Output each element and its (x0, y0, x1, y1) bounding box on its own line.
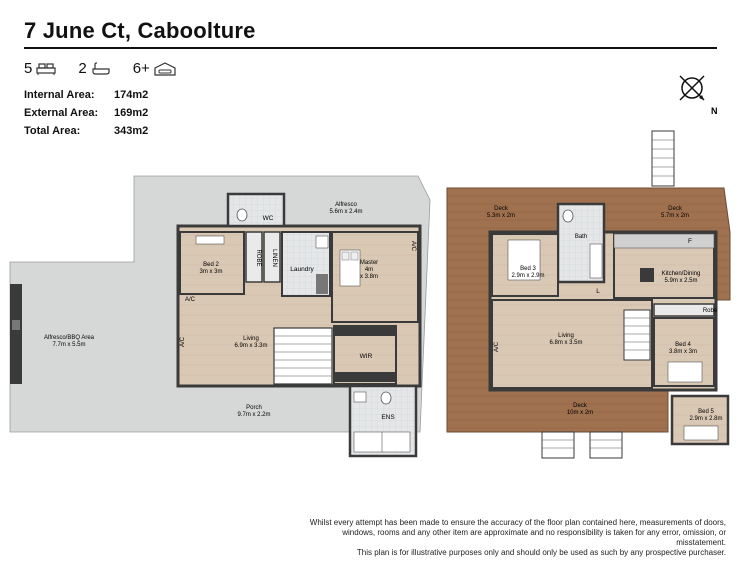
deck-right-size: 5.7m x 2m (661, 213, 689, 219)
stairs-bottom (541, 431, 623, 459)
laundry-l-label: L (596, 288, 600, 295)
wc-label: WC (263, 215, 274, 222)
ac-label: A/C (180, 336, 186, 347)
bathrooms-count: 2 (78, 60, 87, 77)
ac-label: A/C (494, 341, 500, 352)
deck-left-label: Deck (494, 206, 509, 212)
area-label: Total Area: (24, 125, 81, 137)
stairs-inner (623, 309, 651, 361)
area-row: External Area: 169m2 (24, 104, 148, 122)
area-value: 343m2 (114, 125, 149, 137)
parking-feature: 6+ (133, 60, 176, 77)
area-value: 174m2 (114, 89, 149, 101)
kitchen-label: Kitchen/Dining (662, 271, 701, 277)
disclaimer: Whilst every attempt has been made to en… (296, 518, 726, 558)
area-value: 169m2 (114, 107, 149, 119)
master-size1: 4m (365, 267, 373, 273)
living-right-label: Living (558, 333, 574, 339)
disclaimer-line: windows, rooms and any other item are ap… (342, 528, 726, 547)
bedrooms-feature: 5 (24, 60, 56, 77)
page-title: 7 June Ct, Caboolture (24, 18, 256, 43)
deck-bottom-label: Deck (573, 403, 588, 409)
bed-icon (36, 62, 56, 75)
alfresco-bbq-size: 7.7m x 5.5m (52, 342, 85, 348)
kitchen-size: 5.9m x 2.5m (664, 278, 697, 284)
porch-label: Porch (246, 405, 262, 411)
master-size2: x 3.8m (360, 274, 378, 280)
deck-left-size: 5.3m x 2m (487, 213, 515, 219)
bed3-size: 2.9m x 2.9m (511, 273, 544, 279)
porch-size: 9.7m x 2.2m (237, 412, 270, 418)
bed2-label: Bed 2 (203, 262, 219, 268)
stairs-top (651, 130, 675, 187)
bed5-label: Bed 5 (698, 409, 714, 415)
area-label: External Area: (24, 107, 99, 119)
fridge-label: F (688, 238, 692, 245)
compass-icon: N (679, 75, 718, 116)
title-divider (24, 47, 717, 49)
master-label: Master (360, 260, 378, 266)
area-row: Total Area: 343m2 (24, 122, 148, 140)
area-row: Internal Area: 174m2 (24, 86, 148, 104)
alfresco-size: 5.6m x 2.4m (329, 209, 362, 215)
alfresco-label: Alfresco (335, 202, 357, 208)
ac-label: A/C (410, 241, 416, 252)
bed4-size: 3.8m x 3m (669, 349, 697, 355)
bedrooms-count: 5 (24, 60, 33, 77)
living-left-size: 6.9m x 3.3m (234, 343, 267, 349)
parking-count: 6+ (132, 60, 150, 77)
bed2-size: 3m x 3m (199, 269, 222, 275)
garage-icon (154, 61, 176, 76)
robe-label: ROBE (255, 249, 261, 266)
wc-room (226, 192, 286, 228)
bed5-size: 2.9m x 2.8m (689, 416, 722, 422)
bed4-label: Bed 4 (675, 342, 691, 348)
disclaimer-line: Whilst every attempt has been made to en… (309, 518, 726, 527)
disclaimer-line: This plan is for illustrative purposes o… (356, 548, 726, 557)
living-left-label: Living (243, 336, 259, 342)
living-right-size: 6.8m x 3.5m (549, 340, 582, 346)
laundry-label: Laundry (290, 266, 314, 273)
robe-right-label: Robe (703, 308, 718, 314)
area-summary: Internal Area: 174m2 External Area: 169m… (24, 86, 148, 140)
bbq-bench (10, 284, 22, 384)
bath-icon (92, 61, 110, 75)
deck-bottom-size: 10m x 2m (567, 410, 593, 416)
alfresco-bbq-label: Alfresco/BBQ Area (44, 335, 95, 341)
north-label: N (711, 106, 718, 116)
ac-label: A/C (185, 297, 196, 303)
ens-label: ENS (381, 414, 395, 421)
bed3-label: Bed 3 (520, 266, 536, 272)
linen-label: LINEN (271, 249, 277, 267)
stairs-left (273, 327, 333, 385)
bath-label: Bath (575, 234, 587, 240)
deck-right-label: Deck (668, 206, 683, 212)
bathrooms-feature: 2 (78, 60, 110, 77)
features-row: 5 2 6+ (24, 60, 190, 77)
area-label: Internal Area: (24, 89, 95, 101)
wir-label: WIR (360, 353, 373, 360)
